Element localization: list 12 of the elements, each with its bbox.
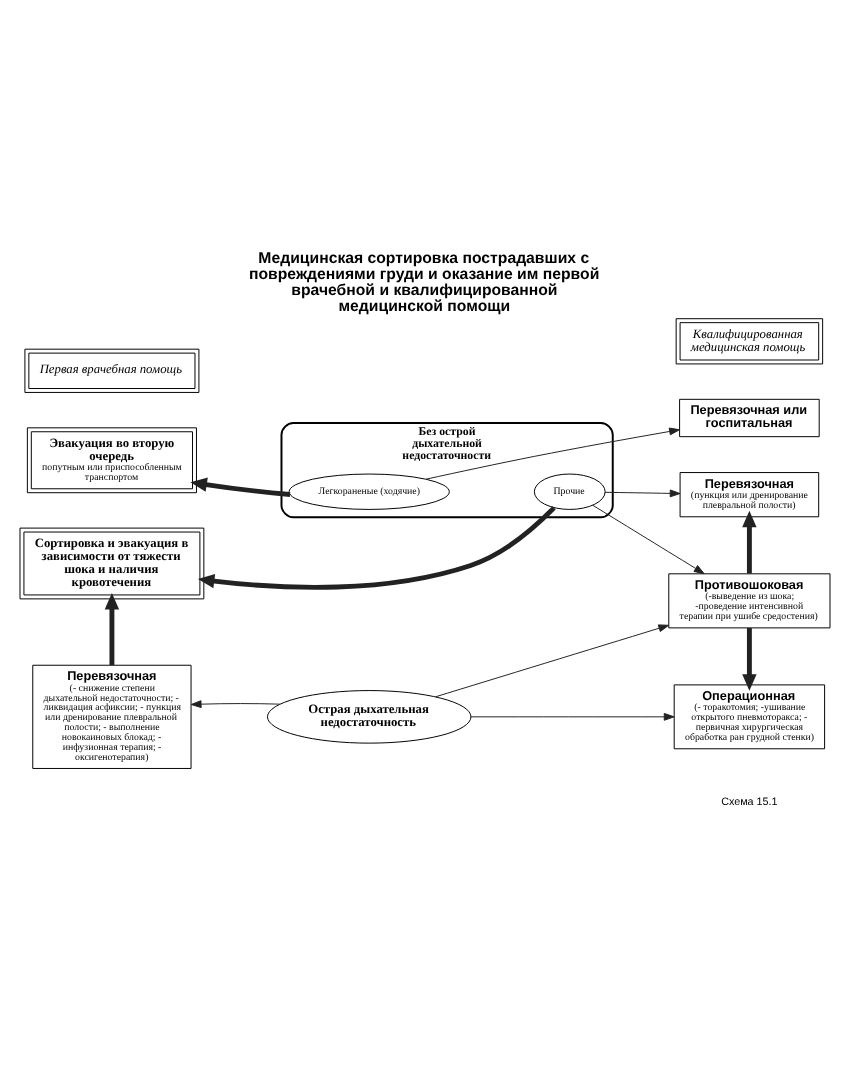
- arrow: [435, 624, 670, 698]
- arrow: [592, 504, 705, 575]
- arrow: [470, 712, 675, 721]
- diagram-title: Медицинская сортировка пострадавших с повреждениями груди и оказание им первой врачебной и квалифицированной медицинской помощи: [249, 249, 600, 315]
- arrow: [104, 593, 120, 666]
- arrow: [742, 510, 757, 574]
- arrow: [742, 628, 757, 691]
- arrow: [197, 506, 556, 590]
- arrow: [425, 427, 680, 480]
- arrow: [190, 477, 291, 497]
- arrow: [604, 489, 681, 498]
- arrow: [190, 700, 281, 709]
